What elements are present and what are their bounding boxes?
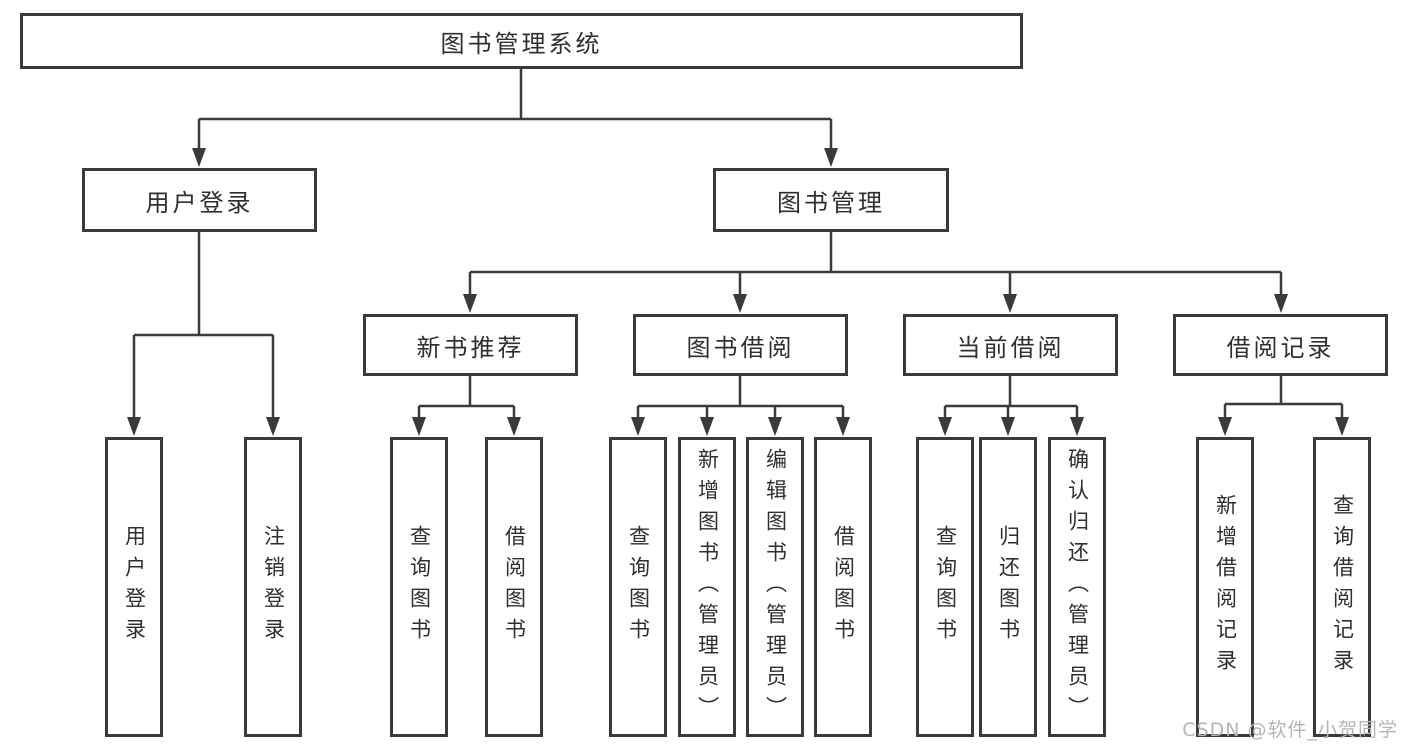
node-library-management-system-label: 图书管理系统 <box>440 29 603 58</box>
leaf-add-borrow-record-label: 新增借阅记录 <box>1213 494 1238 680</box>
leaf-user-login-label: 用户登录 <box>122 525 147 649</box>
csdn-watermark: CSDN @软件_小贺同学 <box>1182 719 1398 741</box>
edges-borrow-record-to-leaves <box>1218 376 1349 436</box>
leaf-query-borrow-record-label: 查询借阅记录 <box>1330 494 1355 680</box>
arrow-leaf-logout <box>266 417 280 436</box>
edges-user-login-to-leaves <box>127 232 280 436</box>
leaf-edit-book-admin: 编辑图书（管理员） <box>746 437 804 737</box>
arrow-user-login <box>192 148 206 167</box>
node-book-management: 图书管理 <box>713 168 949 232</box>
leaf-confirm-return-admin-label: 确认归还（管理员） <box>1065 447 1090 727</box>
edges-root-to-level2 <box>192 69 838 167</box>
leaf-confirm-return-admin: 确认归还（管理员） <box>1048 437 1106 737</box>
arrow-book-management <box>824 148 838 167</box>
leaf-query-book-current: 查询图书 <box>916 437 974 737</box>
edges-new-book-recommend-to-leaves <box>412 376 521 436</box>
edges-book-management-to-level3 <box>463 232 1288 313</box>
node-current-borrow: 当前借阅 <box>903 314 1118 376</box>
arrow-leaf-borrow-book-recommend <box>507 417 521 436</box>
edges-current-borrow-to-leaves <box>938 376 1084 436</box>
arrow-leaf-query-borrow-record <box>1335 417 1349 436</box>
node-book-management-label: 图书管理 <box>777 188 885 217</box>
node-user-login: 用户登录 <box>82 168 317 232</box>
leaf-logout: 注销登录 <box>244 437 302 737</box>
arrow-leaf-edit-book-admin <box>768 417 782 436</box>
leaf-edit-book-admin-label: 编辑图书（管理员） <box>763 447 788 727</box>
arrow-leaf-add-book-admin <box>700 417 714 436</box>
leaf-logout-label: 注销登录 <box>261 525 286 649</box>
leaf-query-book-borrow-label: 查询图书 <box>626 525 651 649</box>
leaf-add-borrow-record: 新增借阅记录 <box>1196 437 1254 737</box>
leaf-add-book-admin-label: 新增图书（管理员） <box>695 447 720 727</box>
leaf-return-book: 归还图书 <box>979 437 1037 737</box>
leaf-borrow-book-recommend: 借阅图书 <box>485 437 543 737</box>
edges-book-borrow-to-leaves <box>631 376 850 436</box>
arrow-leaf-query-book-borrow <box>631 417 645 436</box>
arrow-book-borrow <box>733 294 747 313</box>
node-user-login-label: 用户登录 <box>145 188 254 217</box>
leaf-add-book-admin: 新增图书（管理员） <box>678 437 736 737</box>
node-new-book-recommend: 新书推荐 <box>363 314 578 376</box>
leaf-query-book-recommend: 查询图书 <box>390 437 448 737</box>
node-library-management-system: 图书管理系统 <box>20 13 1023 69</box>
arrow-leaf-query-book-recommend <box>412 417 426 436</box>
leaf-user-login: 用户登录 <box>105 437 163 737</box>
arrow-leaf-add-borrow-record <box>1218 417 1232 436</box>
arrow-new-book-recommend <box>463 294 477 313</box>
node-borrow-record: 借阅记录 <box>1173 314 1388 376</box>
arrow-borrow-record <box>1274 294 1288 313</box>
arrow-leaf-confirm-return-admin <box>1070 417 1084 436</box>
leaf-borrow-book-borrow: 借阅图书 <box>814 437 872 737</box>
node-current-borrow-label: 当前借阅 <box>956 333 1065 362</box>
leaf-query-borrow-record: 查询借阅记录 <box>1313 437 1371 737</box>
arrow-leaf-borrow-book-borrow <box>836 417 850 436</box>
node-book-borrow: 图书借阅 <box>633 314 848 376</box>
leaf-return-book-label: 归还图书 <box>996 525 1021 649</box>
node-book-borrow-label: 图书借阅 <box>686 333 795 362</box>
leaf-query-book-borrow: 查询图书 <box>609 437 667 737</box>
node-borrow-record-label: 借阅记录 <box>1226 333 1335 362</box>
leaf-query-book-recommend-label: 查询图书 <box>407 525 432 649</box>
arrow-leaf-query-book-current <box>938 417 952 436</box>
arrow-leaf-return-book <box>1001 417 1015 436</box>
arrow-current-borrow <box>1003 294 1017 313</box>
node-new-book-recommend-label: 新书推荐 <box>416 333 525 362</box>
leaf-borrow-book-borrow-label: 借阅图书 <box>831 525 856 649</box>
arrow-leaf-user-login <box>127 417 141 436</box>
leaf-query-book-current-label: 查询图书 <box>933 525 958 649</box>
leaf-borrow-book-recommend-label: 借阅图书 <box>502 525 527 649</box>
